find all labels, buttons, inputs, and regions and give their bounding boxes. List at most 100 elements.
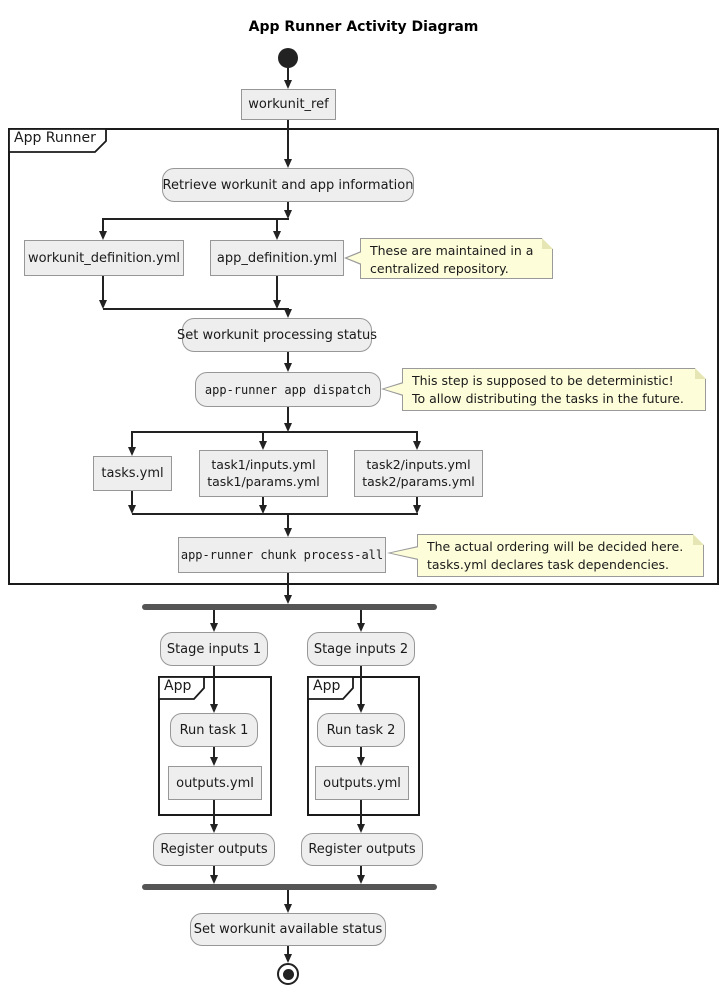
edge-line bbox=[132, 431, 418, 433]
arrowhead bbox=[209, 623, 218, 632]
node-label: Run task 2 bbox=[326, 722, 396, 738]
arrowhead bbox=[283, 954, 292, 963]
arrowhead bbox=[356, 824, 365, 833]
node-label: Set workunit available status bbox=[193, 922, 383, 937]
edge-line bbox=[102, 218, 104, 231]
node-label: Stage inputs 2 bbox=[313, 641, 409, 657]
edge-line bbox=[262, 431, 264, 441]
edge-line bbox=[276, 276, 278, 300]
node-label: app-runner chunk process-all bbox=[180, 548, 384, 562]
node-label: workunit_ref bbox=[248, 97, 329, 112]
edge-line bbox=[287, 407, 289, 423]
node-outputs-yml-2: outputs.yml bbox=[315, 766, 409, 800]
node-tasks-yml: tasks.yml bbox=[93, 456, 172, 491]
edge-line bbox=[102, 276, 104, 300]
arrowhead bbox=[412, 505, 421, 514]
node-label: Set workunit processing status bbox=[177, 327, 377, 343]
arrowhead bbox=[356, 623, 365, 632]
arrowhead bbox=[283, 80, 292, 89]
edge-line bbox=[131, 431, 133, 447]
edge-line bbox=[287, 946, 289, 954]
edge-line bbox=[416, 431, 418, 441]
note-text: The actual ordering will be decided here… bbox=[427, 539, 684, 554]
arrowhead bbox=[283, 904, 292, 913]
arrowhead bbox=[283, 363, 292, 372]
note-text: tasks.yml declares task dependencies. bbox=[427, 557, 670, 573]
note-pointer bbox=[384, 383, 404, 395]
node-outputs-yml-1: outputs.yml bbox=[168, 766, 262, 800]
node-register-outputs-2: Register outputs bbox=[301, 833, 423, 866]
edge-line bbox=[131, 491, 133, 505]
arrowhead bbox=[283, 309, 292, 318]
arrowhead bbox=[98, 231, 107, 240]
note-pointer bbox=[391, 547, 419, 559]
edge-line bbox=[360, 866, 362, 875]
node-run-task-2: Run task 2 bbox=[317, 713, 405, 747]
edge-line bbox=[287, 352, 289, 363]
partition-tab-shape bbox=[307, 676, 354, 700]
node-label: app-runner app dispatch bbox=[204, 382, 372, 397]
arrowhead bbox=[283, 210, 292, 219]
edge-line bbox=[132, 513, 418, 515]
arrowhead bbox=[209, 757, 218, 766]
edge-line bbox=[287, 890, 289, 904]
node-label: Retrieve workunit and app information bbox=[162, 177, 414, 193]
note-pointer bbox=[347, 252, 362, 264]
fork-bar bbox=[142, 604, 437, 610]
node-label: app_definition.yml bbox=[216, 250, 338, 266]
partition-app-2-tab: App bbox=[307, 676, 355, 704]
arrowhead bbox=[356, 704, 365, 713]
edge-line bbox=[360, 800, 362, 824]
note-text: centralized repository. bbox=[370, 261, 509, 277]
partition-app-runner-label: App Runner bbox=[14, 130, 96, 146]
node-label: Register outputs bbox=[308, 842, 416, 857]
partition-app-1-tab: App bbox=[158, 676, 206, 704]
edge-line bbox=[103, 218, 289, 220]
edge-line bbox=[360, 666, 362, 704]
note-text: This step is supposed to be deterministi… bbox=[412, 373, 674, 388]
edge-line bbox=[416, 497, 418, 505]
arrowhead bbox=[98, 300, 107, 309]
edge-line bbox=[276, 218, 278, 231]
node-workunit-ref: workunit_ref bbox=[241, 89, 336, 120]
node-app-dispatch: app-runner app dispatch bbox=[195, 372, 381, 407]
arrowhead bbox=[283, 159, 292, 168]
arrowhead bbox=[258, 505, 267, 514]
partition-app-1-label: App bbox=[164, 678, 192, 694]
node-stage-inputs-2: Stage inputs 2 bbox=[307, 632, 415, 666]
edge-line bbox=[360, 747, 362, 757]
edge-line bbox=[213, 800, 215, 824]
note-fold-icon bbox=[542, 238, 553, 249]
node-register-outputs-1: Register outputs bbox=[153, 833, 275, 866]
arrowhead bbox=[283, 423, 292, 432]
arrowhead bbox=[209, 704, 218, 713]
partition-app-runner-tab: App Runner bbox=[8, 128, 108, 157]
node-workunit-definition: workunit_definition.yml bbox=[24, 240, 184, 276]
arrowhead bbox=[272, 300, 281, 309]
arrowhead bbox=[412, 441, 421, 450]
edge-line bbox=[287, 202, 289, 210]
arrowhead bbox=[209, 824, 218, 833]
note-ordering: The actual ordering will be decided here… bbox=[387, 534, 704, 577]
node-label: tasks.yml bbox=[101, 466, 164, 481]
note-centralized-repository: These are maintained in a centralized re… bbox=[344, 238, 553, 279]
edge-line bbox=[287, 120, 289, 159]
edge-line bbox=[213, 666, 215, 704]
edge-line bbox=[360, 610, 362, 623]
partition-tab-shape bbox=[8, 128, 107, 153]
arrowhead bbox=[127, 505, 136, 514]
node-set-processing-status: Set workunit processing status bbox=[177, 318, 377, 352]
partition-app-runner: App Runner bbox=[8, 128, 719, 585]
arrowhead bbox=[356, 757, 365, 766]
node-chunk-process-all: app-runner chunk process-all bbox=[178, 537, 386, 573]
node-label: Run task 1 bbox=[179, 722, 249, 738]
node-label: outputs.yml bbox=[176, 775, 254, 791]
note-text: To allow distributing the tasks in the f… bbox=[412, 391, 684, 407]
node-set-available-status: Set workunit available status bbox=[190, 913, 386, 946]
edge-line bbox=[287, 68, 289, 80]
node-retrieve-workunit: Retrieve workunit and app information bbox=[162, 168, 414, 202]
